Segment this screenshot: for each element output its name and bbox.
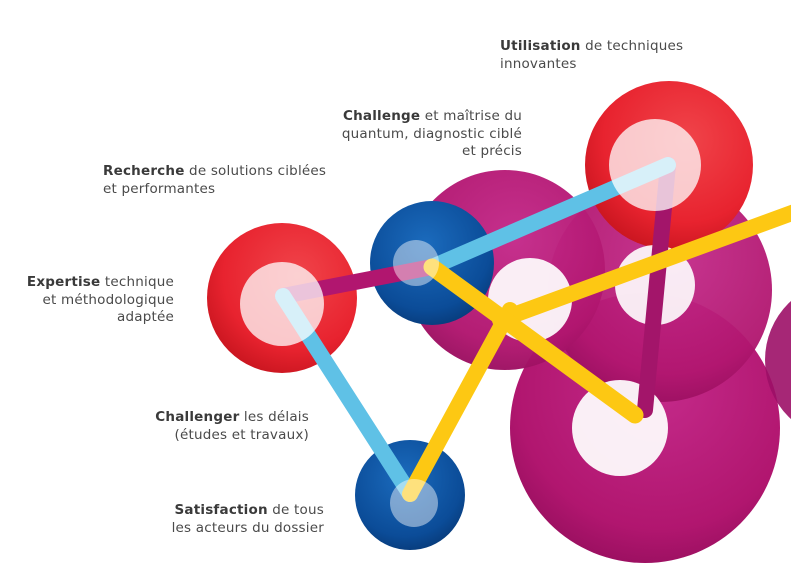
connector-yellow-right: [492, 204, 791, 328]
label-recherche: Recherche de solutions ciblées et perfor…: [103, 163, 327, 197]
connector-yellow-center: [423, 258, 644, 424]
magenta-sphere-edge: [765, 301, 791, 419]
node-highlight-red-left: [240, 262, 324, 346]
node-highlight-blue-top: [393, 240, 439, 286]
label-utilisation: Utilisation de techniques innovantes: [500, 38, 684, 72]
connector-yellow-bottom: [402, 302, 518, 502]
label-challenge: Challenge et maîtrise du quantum, diagno…: [341, 108, 522, 159]
node-highlight-blue-bottom: [390, 479, 438, 527]
label-expertise: Expertise technique et méthodologique ad…: [26, 274, 174, 325]
node-highlight-red-top: [609, 119, 701, 211]
connectors: [275, 157, 791, 502]
label-challenger: Challenger les délais (études et travaux…: [155, 409, 309, 443]
label-satisfaction: Satisfaction de tous les acteurs du doss…: [171, 502, 324, 536]
